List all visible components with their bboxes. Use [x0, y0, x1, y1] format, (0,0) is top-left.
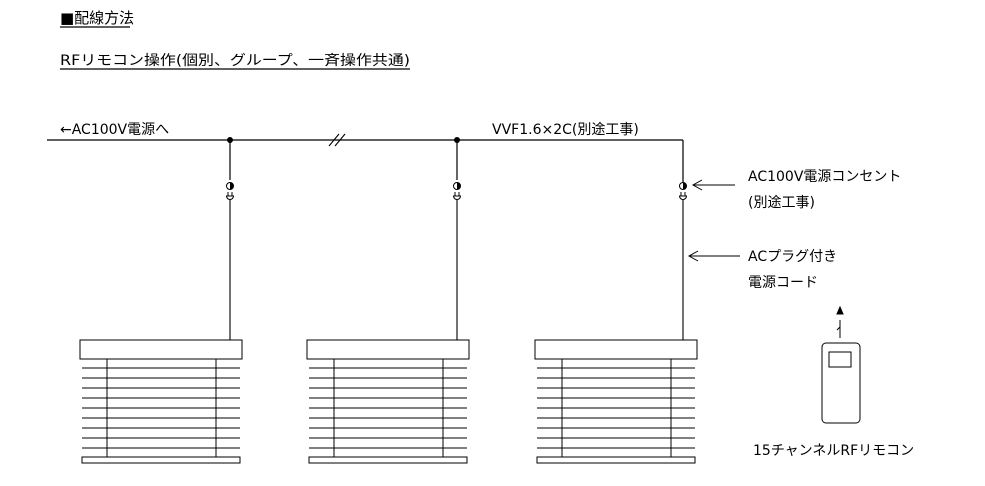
power-source-label: ←AC100V電源へ — [60, 122, 169, 138]
outlet-label-line2: (別途工事) — [748, 194, 815, 211]
remote-display — [828, 351, 852, 368]
cord-callout-arrow — [687, 250, 740, 262]
cable-label: VVF1.6×2C(別途工事) — [492, 121, 639, 138]
outlet-icon — [453, 182, 461, 190]
section-title: ■配線方法 — [60, 9, 134, 27]
cord-label-line1: ACプラグ付き — [748, 249, 837, 265]
outlets — [225, 140, 688, 340]
blind-unit — [306, 339, 470, 464]
blind-bottom-rail — [308, 456, 468, 464]
cable-break-mark — [328, 133, 346, 147]
plug-icon — [678, 192, 688, 200]
signal-arrow-icon — [836, 305, 844, 338]
cord-label-line2: 電源コード — [748, 275, 818, 291]
blind-bottom-rail — [81, 456, 241, 464]
blind-headbox — [306, 339, 470, 360]
subtitle: RFリモコン操作(個別、グループ、一斉操作共通) — [60, 53, 410, 69]
outlet-callout-arrow — [691, 179, 735, 191]
outlet-label-line1: AC100V電源コンセント — [748, 169, 901, 185]
blind-unit — [79, 339, 243, 464]
blind-headbox — [79, 339, 243, 360]
rf-remote — [821, 342, 861, 424]
blind-headbox — [534, 339, 698, 360]
blind-unit — [534, 339, 698, 464]
plug-icon — [452, 192, 462, 200]
plug-icon — [225, 192, 235, 200]
main-bus-line — [47, 139, 684, 182]
outlet-icon — [226, 182, 234, 190]
blind-bottom-rail — [536, 456, 696, 464]
remote-label: 15チャンネルRFリモコン — [753, 443, 914, 459]
blind-units — [79, 339, 698, 464]
outlet-icon — [679, 182, 687, 190]
